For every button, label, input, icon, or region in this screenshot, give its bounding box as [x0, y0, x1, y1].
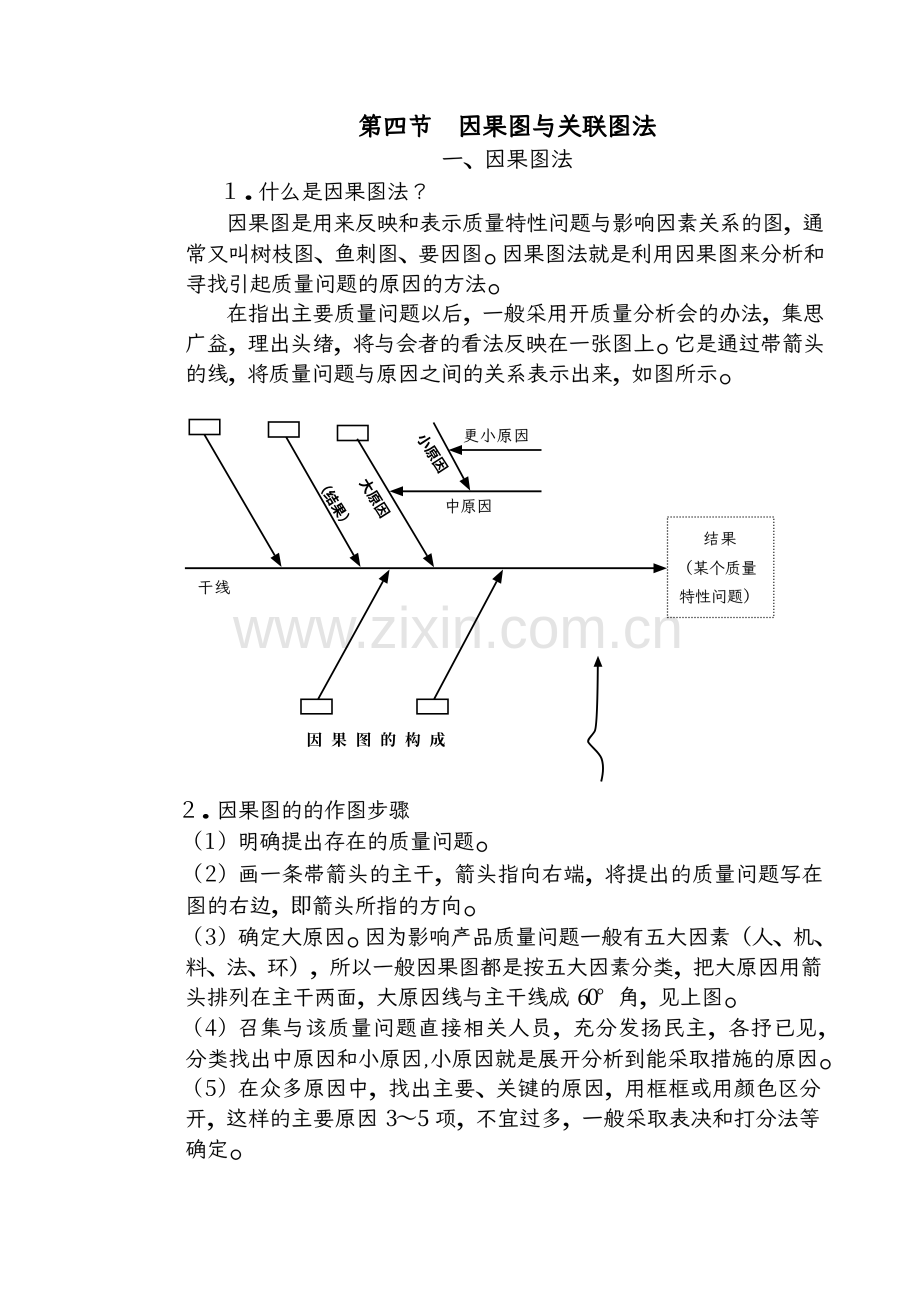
svg-text:www.zixin.com.cn: www.zixin.com.cn: [232, 596, 683, 661]
